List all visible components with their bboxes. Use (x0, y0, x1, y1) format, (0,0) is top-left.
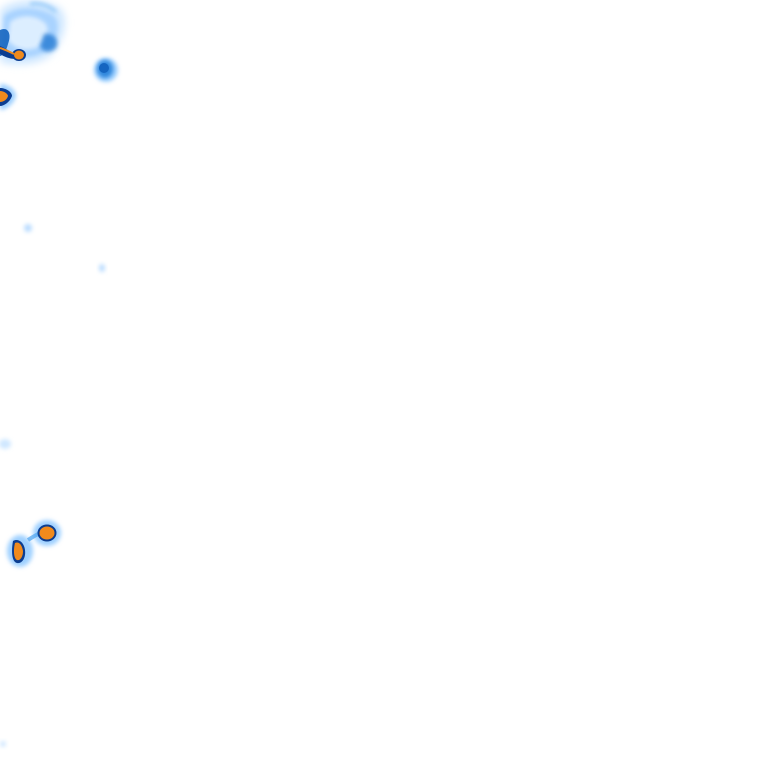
precip-speck-3 (0, 439, 11, 449)
precip-speck-1 (24, 224, 32, 232)
precip-cell-lower-left (7, 520, 61, 567)
precip-cell-top-left (0, 0, 65, 65)
precip-cell-left-edge-orange (0, 84, 16, 110)
precip-speck-2 (99, 264, 105, 272)
precip-speck-4 (0, 741, 6, 747)
precip-cell-small-blob (94, 58, 118, 82)
